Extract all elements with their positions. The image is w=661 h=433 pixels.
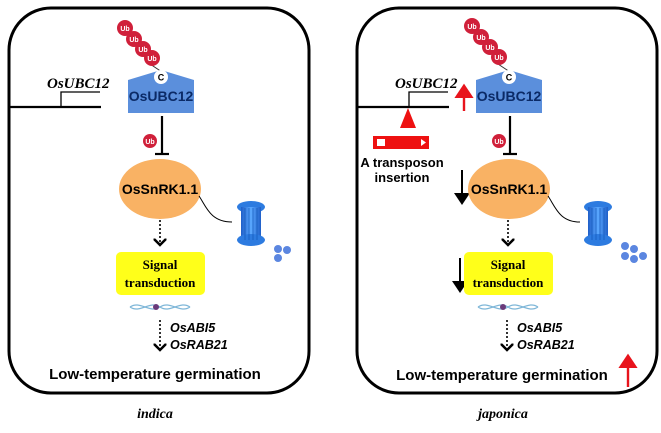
transposon-insertion: A transposon insertion xyxy=(360,108,444,185)
svg-text:Ub: Ub xyxy=(138,47,147,54)
gene-label: OsUBC12 xyxy=(395,76,458,92)
ub-single: Ub xyxy=(492,134,506,148)
outcome-label: Low-temperature germination xyxy=(49,366,261,383)
signal-transduction-box: Signal transduction xyxy=(116,252,205,295)
signal-transduction-box: Signal transduction xyxy=(464,252,553,295)
ub-single: Ub xyxy=(143,134,157,148)
panel-japonica: OsUBC12 A transposon insertion Ub Ub Ub … xyxy=(355,6,659,422)
ub-bead: Ub xyxy=(464,18,480,34)
e2-enzyme-osubc12: C OsUBC12 xyxy=(476,70,542,113)
promoter-arrow xyxy=(408,91,448,107)
svg-text:Ub: Ub xyxy=(494,139,503,146)
panel-border xyxy=(355,6,659,395)
gene-locus: OsUBC12 xyxy=(358,76,474,111)
ub-bead: Ub xyxy=(117,20,133,36)
target-gene: OsRAB21 xyxy=(517,338,575,352)
kinase-ossnrk1-1: OsSnRK1.1 xyxy=(119,159,201,219)
dna-helix-icon xyxy=(129,304,191,310)
svg-text:Ub: Ub xyxy=(145,139,154,146)
proteasome-icon xyxy=(237,201,265,246)
svg-text:Ub: Ub xyxy=(147,56,156,63)
kinase-ossnrk1-1: OsSnRK1.1 xyxy=(468,159,550,219)
svg-text:Signal: Signal xyxy=(143,257,178,272)
ubiquitin-chain: Ub Ub Ub Ub xyxy=(464,18,511,73)
outcome-label: Low-temperature germination xyxy=(396,367,608,384)
transposon-label: A transposon xyxy=(360,155,443,170)
peptide-fragments-icon xyxy=(274,245,291,262)
target-gene: OsRAB21 xyxy=(170,338,228,352)
dna-helix-icon xyxy=(477,304,539,310)
svg-text:Ub: Ub xyxy=(120,26,129,33)
panel-border xyxy=(7,6,311,395)
ub-bead: Ub xyxy=(491,49,507,65)
cysteine-label: C xyxy=(158,73,165,83)
svg-text:transduction: transduction xyxy=(473,275,545,290)
kinase-label: OsSnRK1.1 xyxy=(122,181,198,197)
svg-text:transduction: transduction xyxy=(125,275,197,290)
svg-text:Ub: Ub xyxy=(494,55,503,62)
svg-text:Ub: Ub xyxy=(476,35,485,42)
kinase-label: OsSnRK1.1 xyxy=(471,181,547,197)
protein-label: OsUBC12 xyxy=(477,88,542,104)
transposon-element xyxy=(373,136,429,149)
degradation-link xyxy=(198,195,233,223)
ub-bead: Ub xyxy=(144,50,160,66)
peptide-fragments-icon xyxy=(621,242,647,263)
cysteine-label: C xyxy=(506,73,513,83)
gene-label: OsUBC12 xyxy=(47,76,110,92)
ubiquitin-chain: Ub Ub Ub Ub xyxy=(117,20,163,73)
protein-label: OsUBC12 xyxy=(129,88,194,104)
panel-indica: OsUBC12 Ub Ub Ub Ub C OsUBC12 Ub OsS xyxy=(7,6,311,422)
panel-caption: indica xyxy=(137,407,173,422)
svg-text:Ub: Ub xyxy=(129,37,138,44)
promoter-arrow xyxy=(60,91,100,107)
target-gene: OsABI5 xyxy=(517,321,563,335)
svg-text:Signal: Signal xyxy=(491,257,526,272)
panel-caption: japonica xyxy=(476,407,528,422)
target-gene: OsABI5 xyxy=(170,321,216,335)
degradation-link xyxy=(547,195,581,223)
insertion-triangle xyxy=(400,108,416,128)
svg-text:Ub: Ub xyxy=(467,24,476,31)
svg-text:Ub: Ub xyxy=(485,45,494,52)
proteasome-icon xyxy=(584,201,612,246)
e2-enzyme-osubc12: C OsUBC12 xyxy=(128,70,194,113)
transposon-label: insertion xyxy=(375,170,430,185)
gene-locus: OsUBC12 xyxy=(10,76,110,109)
